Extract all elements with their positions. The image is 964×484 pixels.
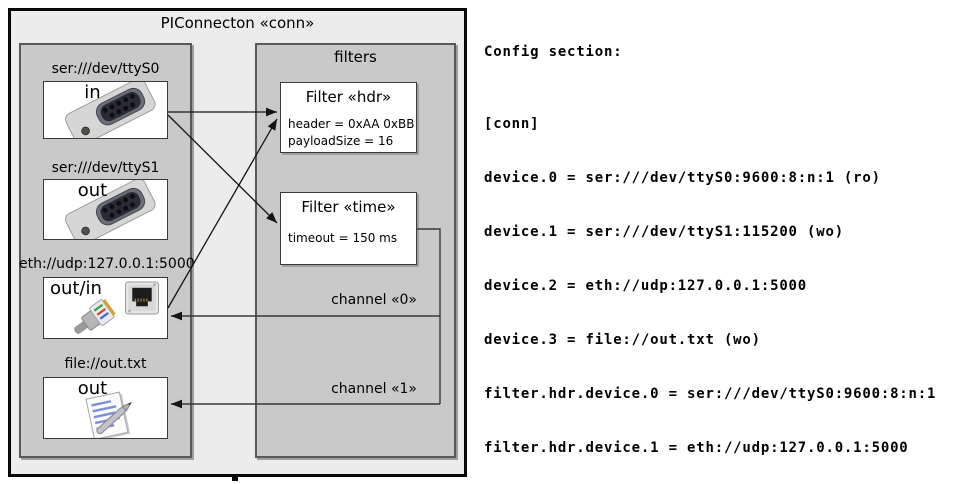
device-box-ttyS0: in (43, 81, 168, 139)
serial-connector-icon (65, 82, 156, 138)
serial-connector-icon (65, 180, 156, 239)
filter-title: Filter «hdr» (305, 88, 392, 106)
filters-panel-label: filters (334, 48, 377, 66)
device-box-file: out (43, 377, 168, 439)
config-line: device.2 = eth://udp:127.0.0.1:5000 (484, 278, 808, 294)
device-mode-label: out (77, 180, 108, 201)
connection-diagram: PIConnecton «conn» filters ser:///dev/tt… (8, 8, 467, 477)
config-line: [conn] (484, 116, 540, 132)
device-box-ttyS1: out (43, 179, 168, 240)
config-line: device.0 = ser:///dev/ttyS0:9600:8:n:1 (… (484, 170, 881, 186)
filter-property: header = 0xAA 0xBB (288, 117, 415, 131)
device-mode-label: in (84, 82, 101, 103)
config-heading: Config section: (484, 44, 623, 60)
device-url-file: file://out.txt (64, 356, 147, 372)
ethernet-plug-icon (74, 299, 116, 334)
device-box-eth: out/in (43, 277, 168, 339)
diagram-title: PIConnecton «conn» (160, 14, 315, 32)
filter-box-hdr: Filter «hdr» header = 0xAA 0xBB payloadS… (280, 82, 417, 153)
filter-property: timeout = 150 ms (288, 231, 398, 245)
config-line: device.3 = file://out.txt (wo) (484, 332, 761, 348)
filter-property: payloadSize = 16 (288, 134, 394, 148)
config-line: filter.hdr.device.0 = ser:///dev/ttyS0:9… (484, 386, 937, 402)
config-line: filter.hdr.device.1 = eth://udp:127.0.0.… (484, 440, 909, 456)
bottom-border-tick (232, 476, 238, 481)
config-section: Config section: [conn] device.0 = ser://… (484, 7, 945, 484)
device-mode-label: out/in (50, 278, 102, 299)
ethernet-port-icon (125, 281, 159, 315)
channel-0-label: channel «0» (331, 292, 417, 308)
device-url-eth: eth://udp:127.0.0.1:5000 (19, 256, 195, 272)
notepad-icon (85, 391, 133, 438)
filter-box-time: Filter «time» timeout = 150 ms (280, 192, 417, 265)
device-mode-label: out (77, 378, 108, 399)
config-line: device.1 = ser:///dev/ttyS1:115200 (wo) (484, 224, 844, 240)
device-url-ttyS0: ser:///dev/ttyS0 (51, 61, 160, 77)
device-url-ttyS1: ser:///dev/ttyS1 (51, 160, 160, 176)
channel-1-label: channel «1» (331, 381, 417, 397)
filter-title: Filter «time» (301, 198, 396, 216)
